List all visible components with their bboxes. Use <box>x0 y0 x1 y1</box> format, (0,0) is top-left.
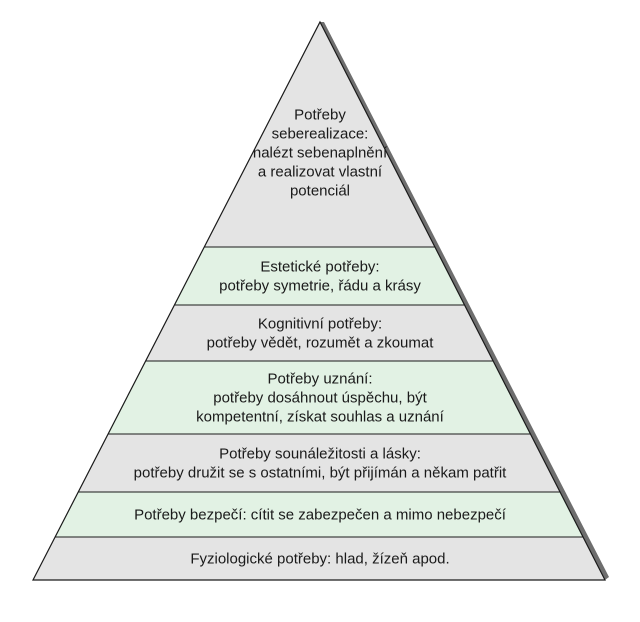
level-safety-line: Potřeby bezpečí: cítit se zabezpečen a m… <box>134 507 507 524</box>
level-belonging-band <box>78 434 561 492</box>
level-cognitive-line: potřeby vědět, rozumět a zkoumat <box>207 335 435 352</box>
level-esteem-line: potřeby dosáhnout úspěchu, být <box>213 390 427 407</box>
level-esteem-label: Potřeby uznání: potřeby dosáhnout úspěchu… <box>196 371 444 426</box>
level-aesthetic-band <box>174 247 465 305</box>
pyramid-dividers <box>55 246 584 538</box>
pyramid-shadow <box>320 22 609 580</box>
level-safety-band <box>55 492 584 537</box>
level-esteem-line: kompetentní, získat souhlas a uznání <box>196 409 444 426</box>
level-cognitive-line: Kognitivní potřeby: <box>258 316 382 333</box>
level-self-actualization-line: seberealizace: <box>272 126 369 143</box>
level-aesthetic-line: Estetické potřeby: <box>260 259 379 276</box>
level-esteem-band <box>108 361 531 434</box>
pyramid-outline <box>32 20 606 581</box>
level-self-actualization-line: Potřeby <box>294 107 346 124</box>
pyramid-bands <box>33 22 605 580</box>
level-belonging-label: Potřeby sounáležitosti a lásky: potřeby d… <box>134 446 507 482</box>
level-aesthetic-line: potřeby symetrie, řádu a krásy <box>219 278 421 295</box>
level-esteem-line: Potřeby uznání: <box>267 371 372 388</box>
level-cognitive-band <box>145 305 494 361</box>
level-self-actualization-line: nalézt sebenaplnění <box>253 145 388 162</box>
level-aesthetic-label: Estetické potřeby: potřeby symetrie, řádu… <box>219 259 421 295</box>
level-safety-label: Potřeby bezpečí: cítit se zabezpečen a m… <box>134 507 507 524</box>
level-cognitive-label: Kognitivní potřeby: potřeby vědět, rozumě… <box>207 316 435 352</box>
level-self-actualization-label: Potřeby seberealizace: nalézt sebenaplnění… <box>253 107 388 200</box>
level-belonging-line: Potřeby sounáležitosti a lásky: <box>219 446 421 463</box>
level-self-actualization-line: potenciál <box>290 183 350 200</box>
level-self-actualization-band <box>204 22 435 247</box>
level-physiological-label: Fyziologické potřeby: hlad, žízeň apod. <box>190 551 449 568</box>
pyramid-labels: Potřeby seberealizace: nalézt sebenaplnění… <box>134 107 507 568</box>
level-physiological-band <box>33 537 605 580</box>
level-belonging-line: potřeby družit se s ostatními, být přijí… <box>134 465 507 482</box>
level-physiological-line: Fyziologické potřeby: hlad, žízeň apod. <box>190 551 449 568</box>
level-self-actualization-line: a realizovat vlastní <box>258 164 383 181</box>
